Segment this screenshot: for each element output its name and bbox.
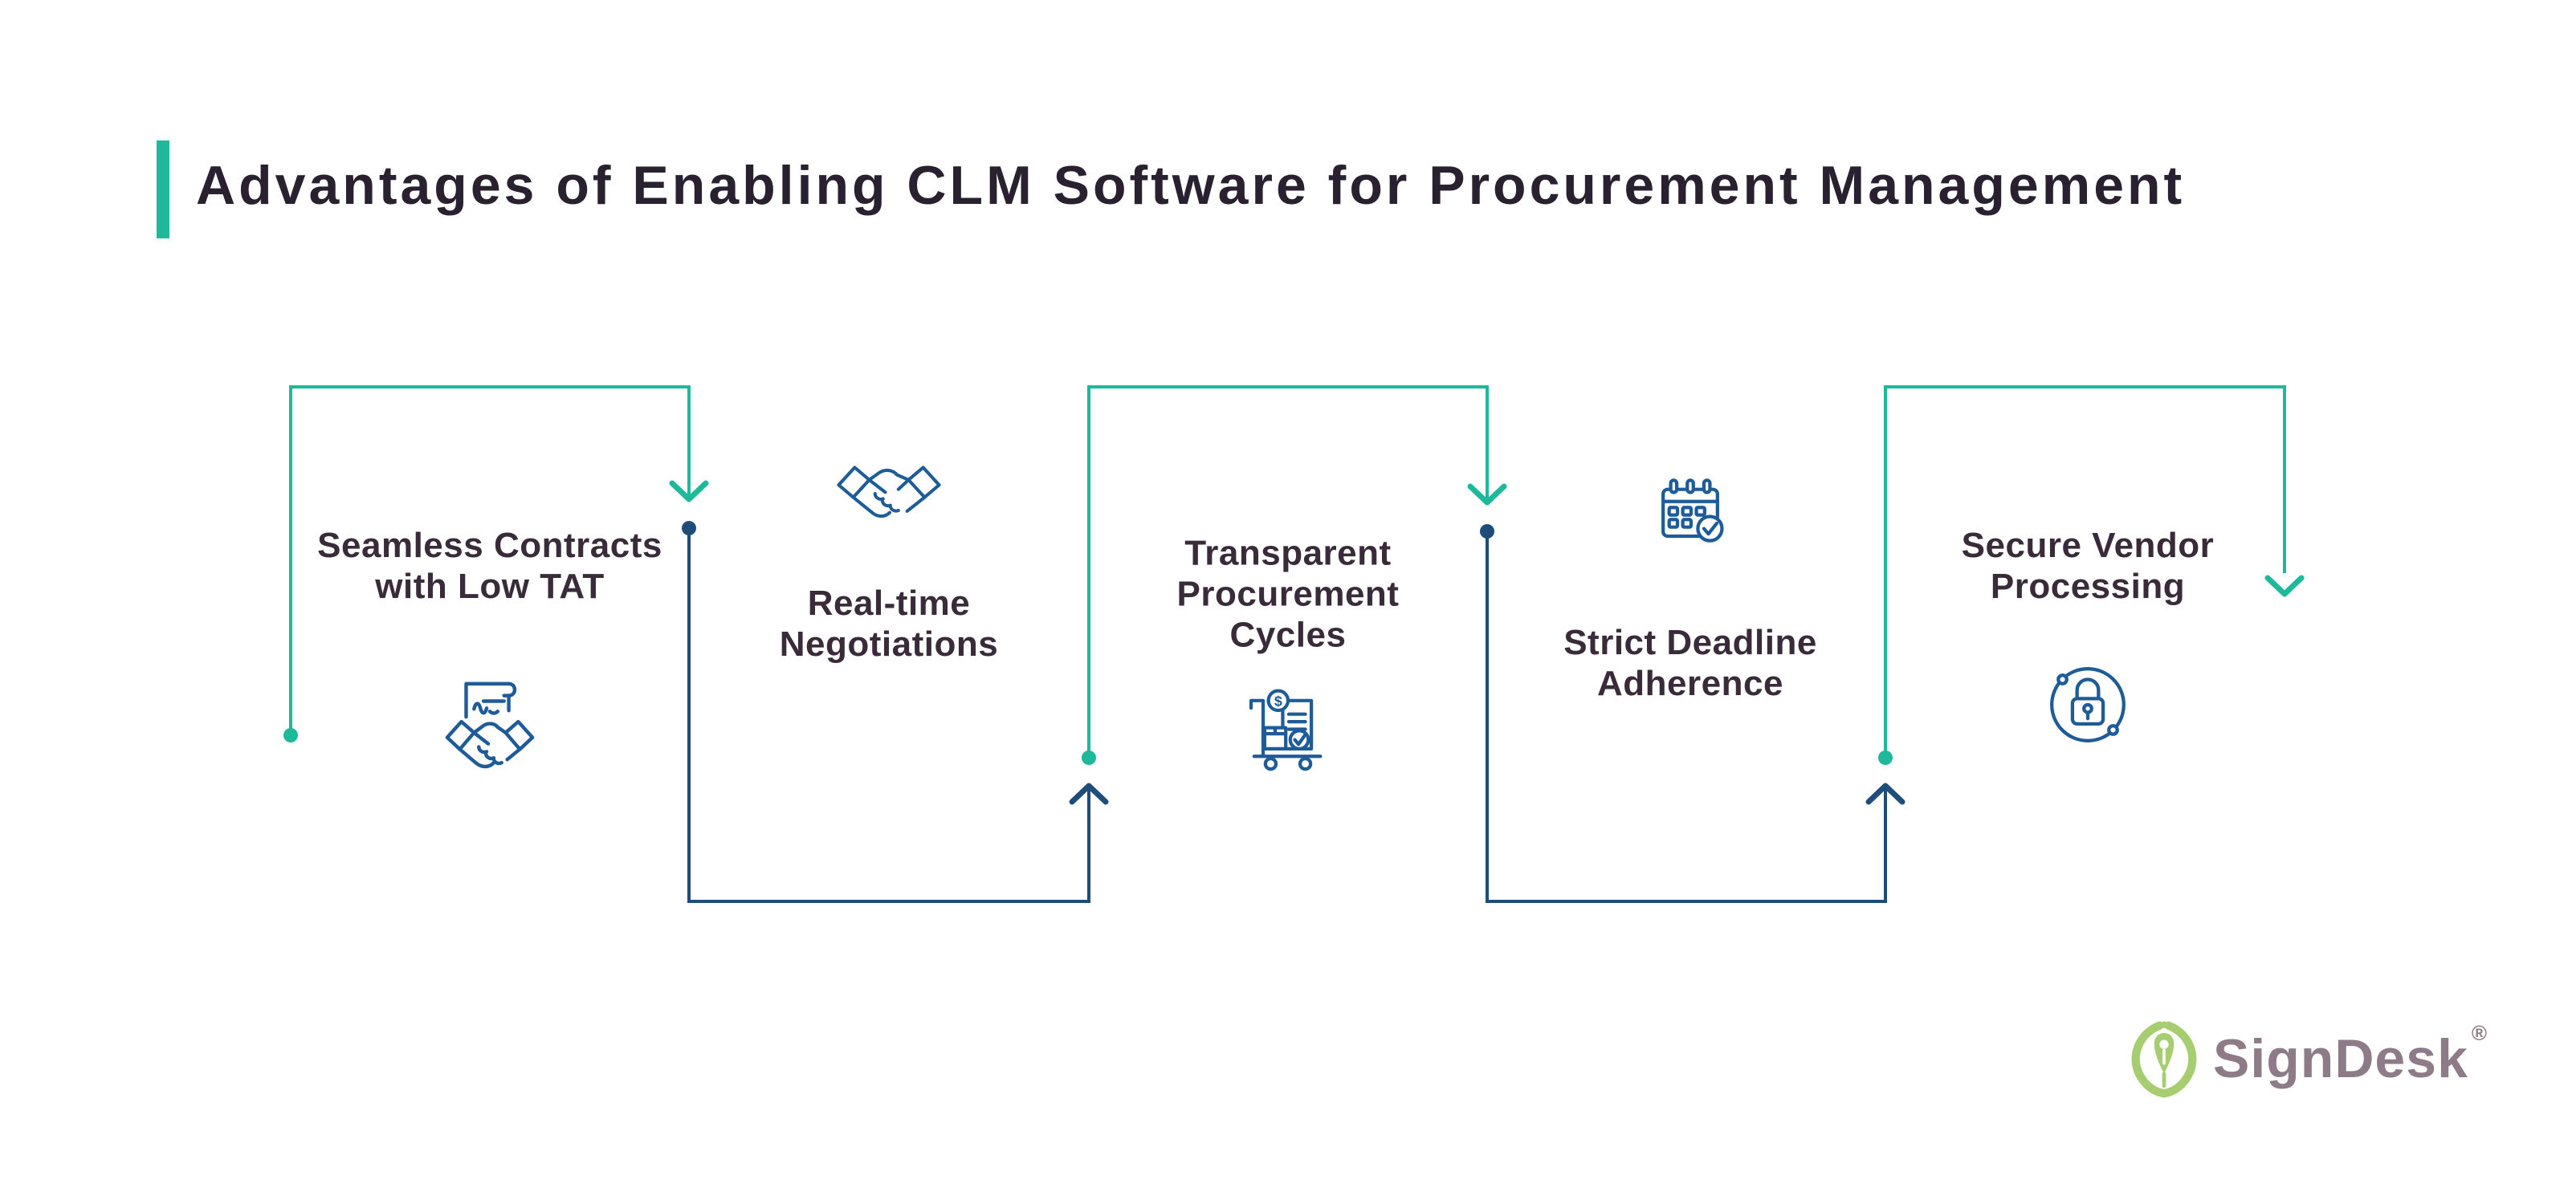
connector-teal-line — [1884, 387, 1887, 758]
signdesk-logo: SignDesk ® — [2126, 1019, 2487, 1098]
contract-signing-handshake-icon — [445, 681, 535, 769]
connector-teal-line — [289, 385, 691, 388]
step-label-realtime-negotiations: Real-time Negotiations — [779, 584, 999, 664]
flow-junction-dot — [1878, 750, 1893, 765]
flow-end-arrow-down-icon — [2264, 575, 2305, 597]
connector-teal-line — [289, 387, 292, 736]
connector-navy-line — [1486, 900, 1887, 903]
step-label-transparent-procurement: Transparent Procurement Cycles — [1176, 533, 1400, 655]
connector-teal-line — [1087, 385, 1489, 388]
step-label-strict-deadline: Strict Deadline Adherence — [1563, 623, 1817, 703]
connector-navy-line — [1884, 788, 1887, 903]
connector-teal-line — [1884, 385, 2286, 388]
connector-teal-line — [1486, 387, 1489, 499]
connector-teal-line — [1087, 387, 1090, 758]
page-title: Advantages of Enabling CLM Software for … — [196, 155, 2186, 216]
registered-trademark-symbol: ® — [2471, 1020, 2488, 1045]
connector-teal-line — [2283, 387, 2286, 573]
connector-teal-line — [687, 387, 691, 496]
handshake-icon — [837, 466, 941, 519]
arrow-up-icon — [1865, 783, 1906, 805]
arrow-down-icon — [669, 480, 709, 502]
step-label-seamless-contracts: Seamless Contracts with Low TAT — [317, 526, 662, 606]
logo-brand-text: SignDesk — [2213, 1028, 2468, 1089]
procurement-cart-invoice-icon: $ — [1249, 689, 1323, 771]
connector-navy-line — [1486, 531, 1489, 903]
signdesk-leaf-pen-icon — [2131, 1021, 2197, 1098]
secure-lock-orbit-icon — [2050, 667, 2126, 742]
connector-navy-line — [1087, 788, 1090, 903]
step-label-secure-vendor: Secure Vendor Processing — [1961, 526, 2215, 606]
arrow-up-icon — [1069, 783, 1109, 805]
connector-navy-line — [687, 528, 691, 903]
flow-junction-dot — [1082, 750, 1096, 765]
svg-text:$: $ — [1274, 693, 1282, 709]
connector-navy-line — [687, 900, 1090, 903]
title-accent-bar — [157, 140, 169, 238]
arrow-down-icon — [1467, 483, 1507, 506]
calendar-check-icon — [1661, 478, 1724, 543]
